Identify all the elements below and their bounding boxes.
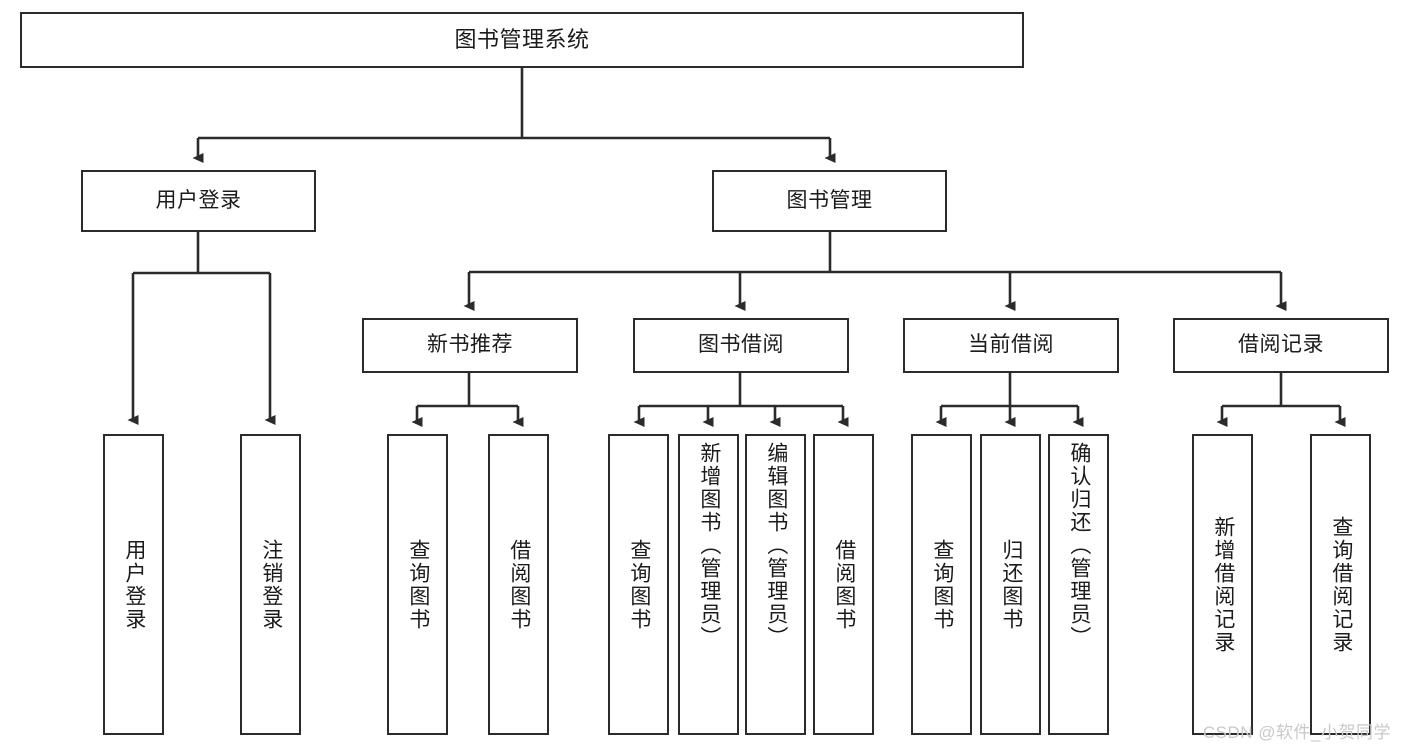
node-label: 借阅图书 bbox=[832, 538, 856, 631]
node-borrow-record[interactable]: 借阅记录 bbox=[1173, 318, 1389, 373]
node-label: 图书借阅 bbox=[698, 333, 784, 357]
leaf-logout-login[interactable]: 注销登录 bbox=[240, 434, 301, 735]
node-book-borrow[interactable]: 图书借阅 bbox=[633, 318, 849, 373]
leaf-edit-book-admin[interactable]: 编辑图书（管理员） bbox=[745, 434, 806, 735]
node-label: 查询图书 bbox=[406, 538, 430, 631]
node-label: 图书管理系统 bbox=[454, 27, 590, 53]
node-label: 确认归还（管理员） bbox=[1067, 442, 1091, 649]
node-label: 编辑图书（管理员） bbox=[764, 442, 788, 649]
node-label: 查询图书 bbox=[627, 538, 651, 631]
node-user-login[interactable]: 用户登录 bbox=[81, 170, 316, 232]
node-label: 用户登录 bbox=[122, 538, 146, 631]
leaf-add-borrow-record[interactable]: 新增借阅记录 bbox=[1192, 434, 1253, 735]
node-new-book-recommend[interactable]: 新书推荐 bbox=[362, 318, 578, 373]
node-label: 用户登录 bbox=[155, 188, 242, 212]
leaf-query-borrow-record[interactable]: 查询借阅记录 bbox=[1310, 434, 1371, 735]
leaf-borrow-book[interactable]: 借阅图书 bbox=[813, 434, 874, 735]
leaf-query-book-current[interactable]: 查询图书 bbox=[911, 434, 972, 735]
leaf-borrow-book-recommend[interactable]: 借阅图书 bbox=[488, 434, 549, 735]
node-label: 归还图书 bbox=[999, 538, 1023, 631]
node-label: 新增图书（管理员） bbox=[697, 442, 721, 649]
node-label: 新书推荐 bbox=[427, 333, 513, 357]
node-label: 查询图书 bbox=[930, 538, 954, 631]
node-label: 新增借阅记录 bbox=[1211, 515, 1235, 654]
leaf-query-book-borrow[interactable]: 查询图书 bbox=[608, 434, 669, 735]
node-label: 查询借阅记录 bbox=[1329, 515, 1353, 654]
node-label: 图书管理 bbox=[786, 188, 873, 212]
watermark: CSDN @软件_小贺同学 bbox=[1202, 723, 1391, 742]
node-book-management-system[interactable]: 图书管理系统 bbox=[20, 12, 1024, 68]
node-current-borrow[interactable]: 当前借阅 bbox=[903, 318, 1119, 373]
node-label: 当前借阅 bbox=[968, 333, 1054, 357]
leaf-confirm-return-admin[interactable]: 确认归还（管理员） bbox=[1048, 434, 1109, 735]
leaf-return-book[interactable]: 归还图书 bbox=[980, 434, 1041, 735]
leaf-user-login[interactable]: 用户登录 bbox=[103, 434, 164, 735]
node-book-management[interactable]: 图书管理 bbox=[712, 170, 947, 232]
node-label: 借阅记录 bbox=[1238, 333, 1324, 357]
leaf-query-book-recommend[interactable]: 查询图书 bbox=[387, 434, 448, 735]
node-label: 借阅图书 bbox=[507, 538, 531, 631]
leaf-add-book-admin[interactable]: 新增图书（管理员） bbox=[678, 434, 739, 735]
node-label: 注销登录 bbox=[259, 538, 283, 631]
